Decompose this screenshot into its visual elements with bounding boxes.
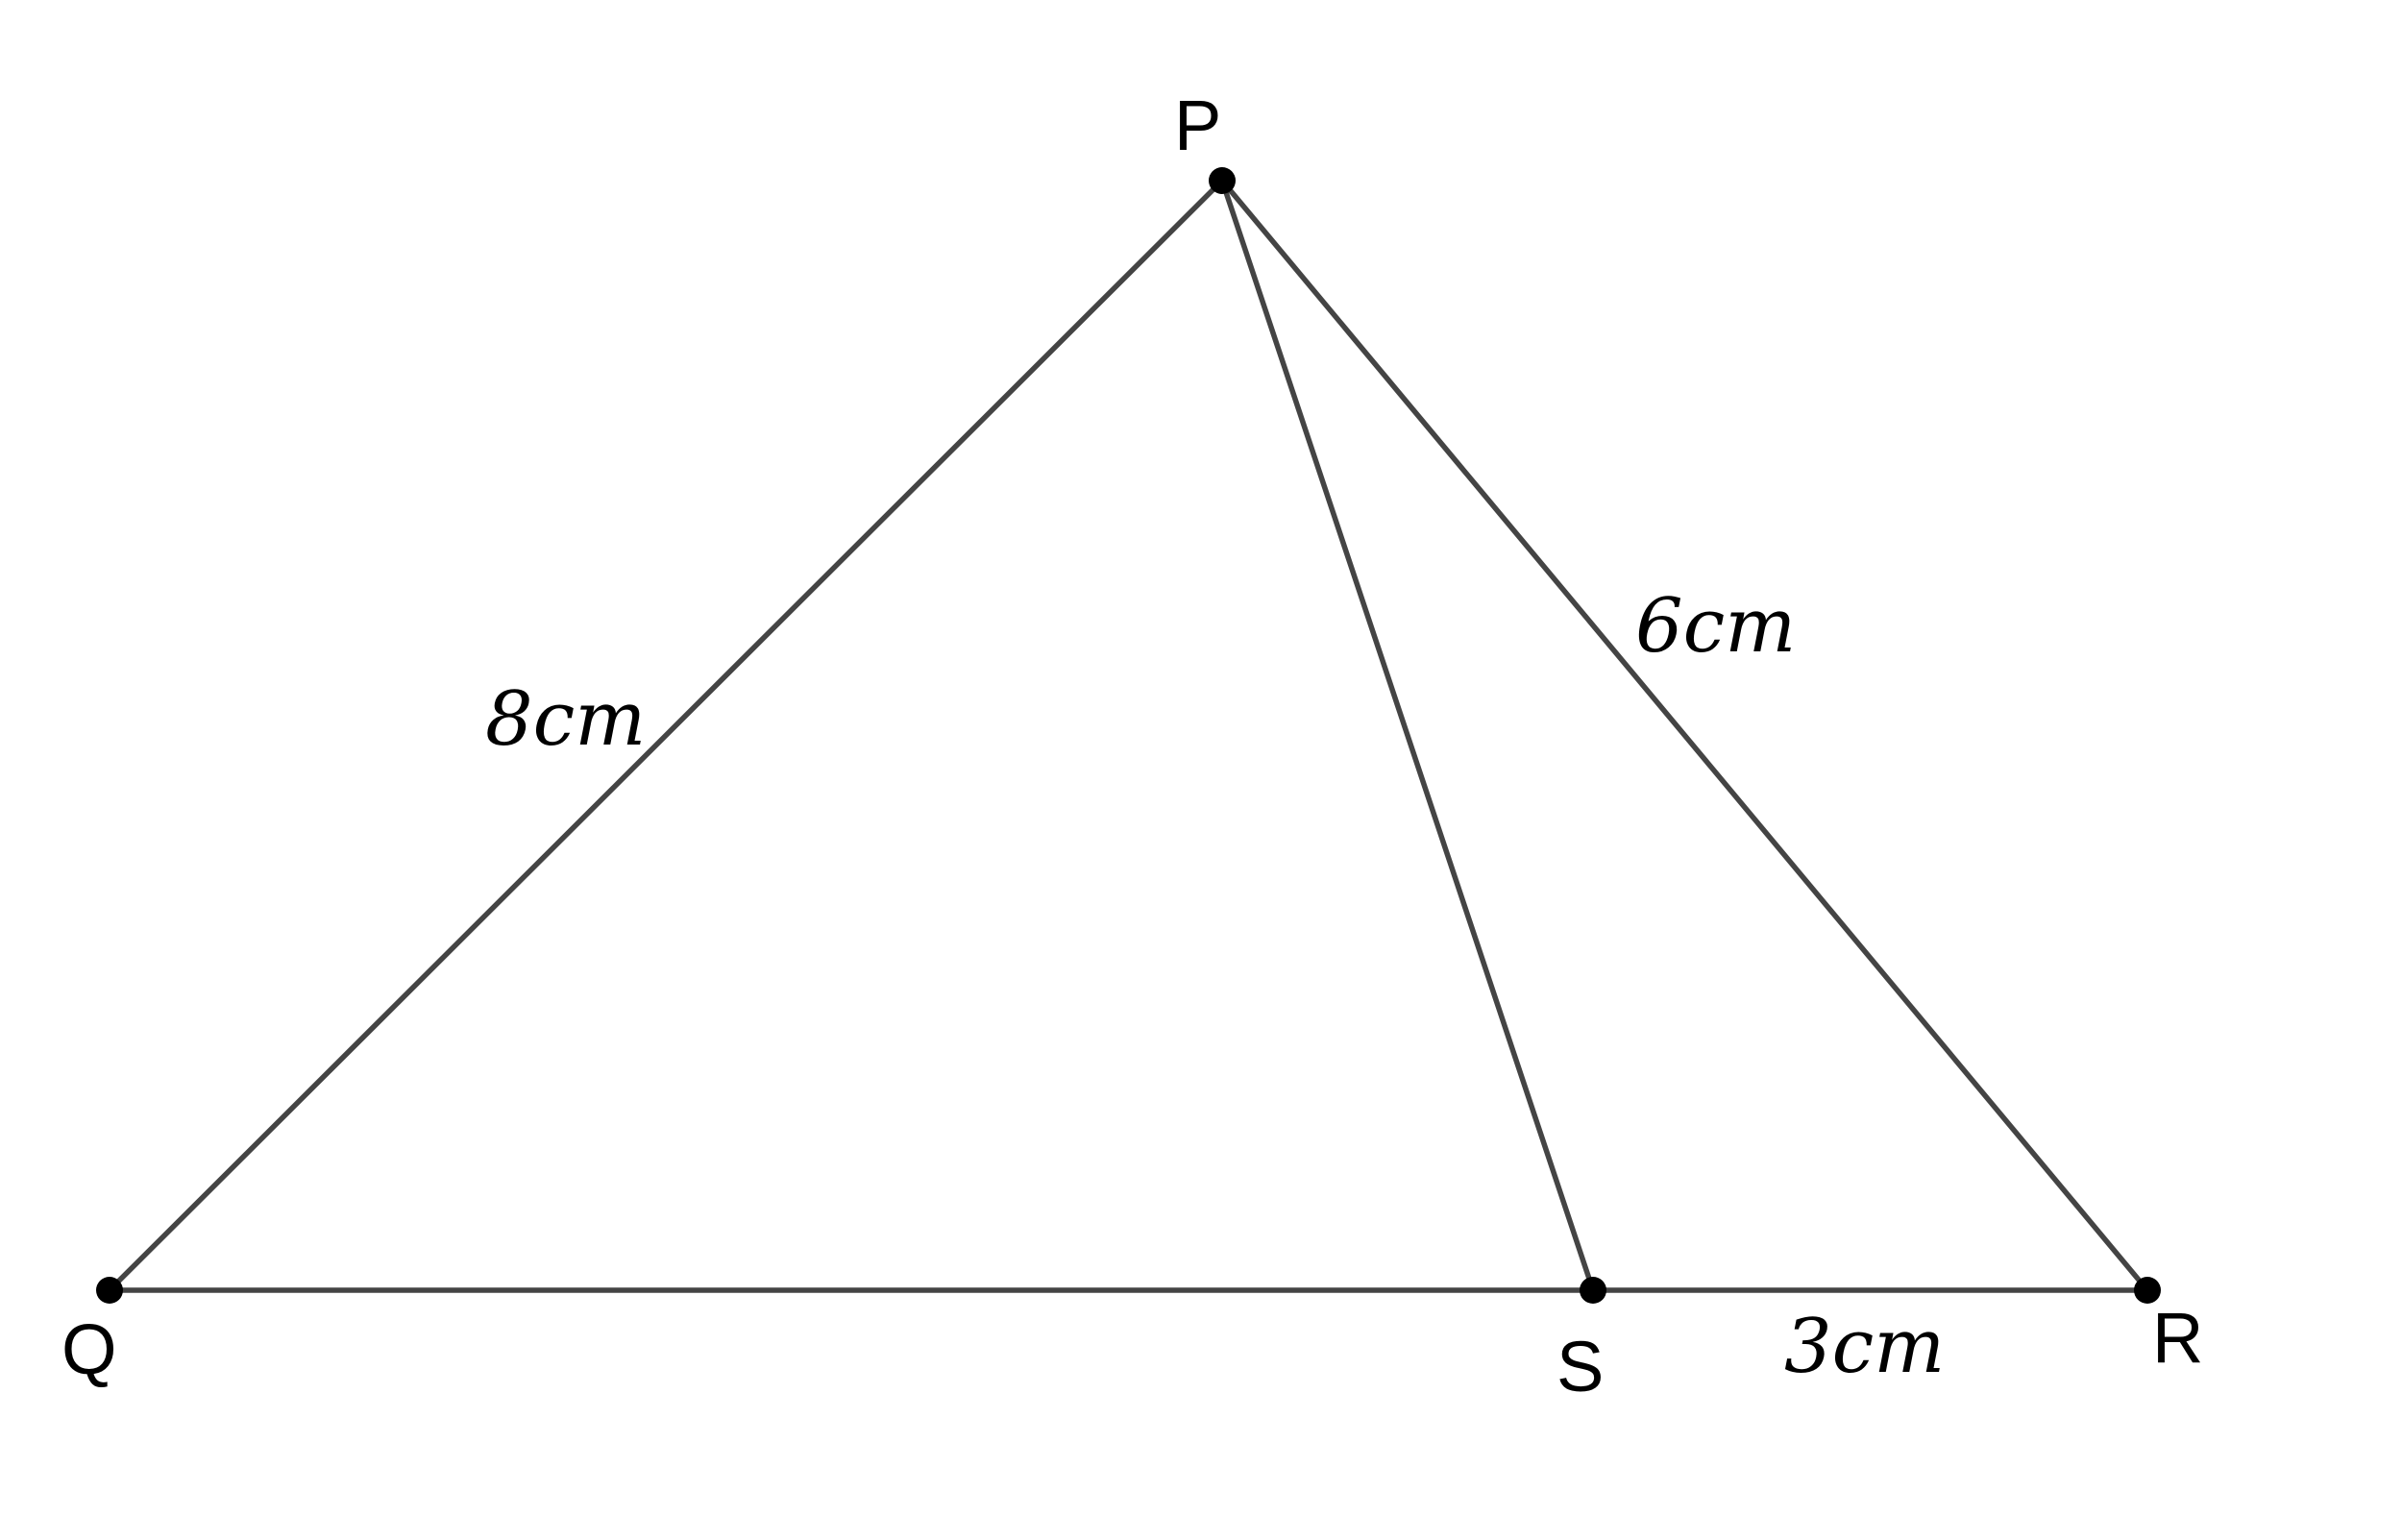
label-s: S [1556, 1327, 1604, 1406]
point-q[interactable] [96, 1277, 123, 1304]
label-q: Q [61, 1309, 117, 1389]
segment-pr [1219, 178, 2150, 1293]
label-r: R [2152, 1298, 2203, 1378]
point-r[interactable] [2134, 1277, 2161, 1304]
length-label-pr: 6cm [1635, 583, 1796, 670]
length-label-sr: 3cm [1784, 1304, 1945, 1390]
segment-pq [107, 178, 1225, 1293]
length-label-pq: 8cm [485, 676, 646, 763]
segment-ps [1219, 178, 1596, 1293]
label-p: P [1174, 86, 1221, 165]
point-p[interactable] [1209, 167, 1236, 194]
point-s[interactable] [1580, 1277, 1606, 1304]
